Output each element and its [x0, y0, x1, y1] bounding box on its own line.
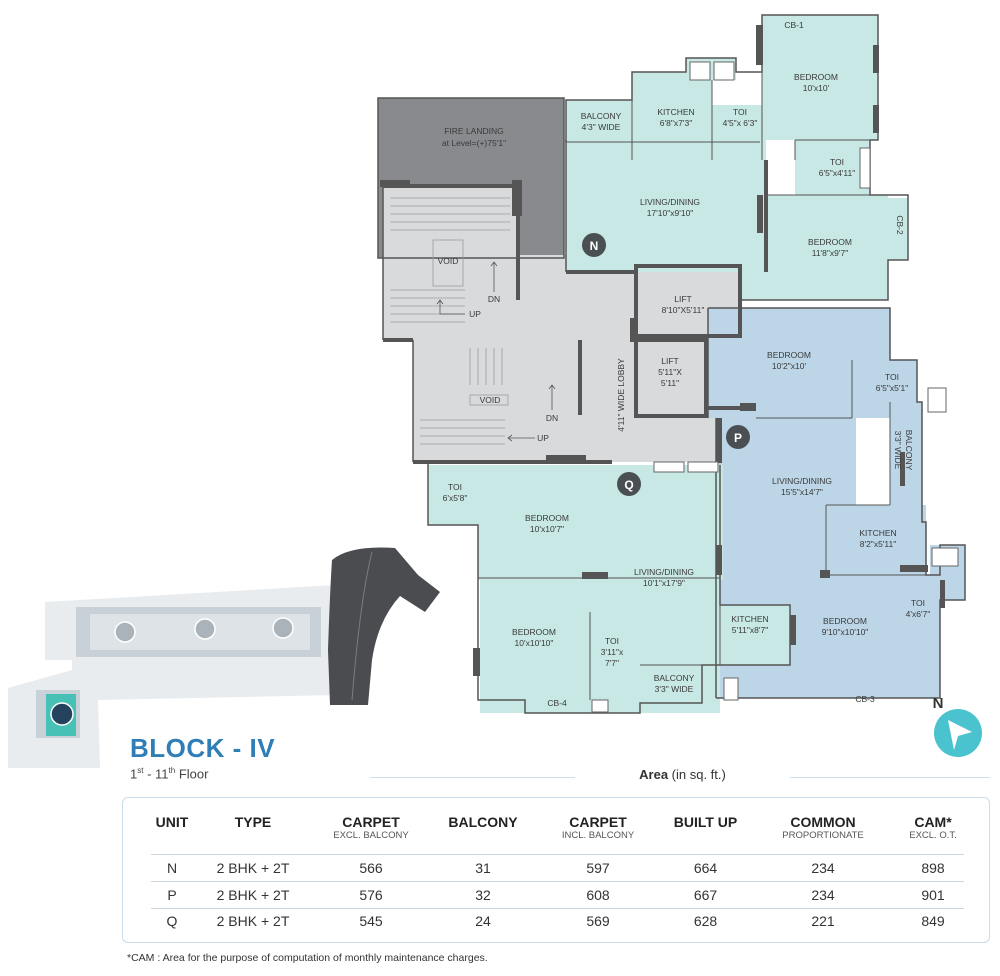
table-row-divider [151, 881, 964, 882]
label-cb4: CB-4 [547, 698, 567, 708]
label-dn-2: DN [546, 413, 558, 423]
key-plan-badge-i [272, 617, 294, 639]
unit-badge-p: P [726, 425, 750, 449]
col-header-cam: CAM*EXCL. O.T. [909, 814, 957, 841]
footnote: *CAM : Area for the purpose of computati… [127, 952, 488, 964]
label-lobby: 4'11" WIDE LOBBY [616, 358, 626, 432]
key-plan-badge-ii [194, 618, 216, 640]
table-row: N 2 BHK + 2T 566 31 597 664 234 898 [166, 860, 945, 876]
key-plan-road [328, 547, 440, 705]
unit-badge-q: Q [617, 472, 641, 496]
unit-n-area [566, 15, 908, 300]
label-cb2: CB-2 [895, 215, 905, 235]
block-title: BLOCK - IV [130, 733, 276, 763]
col-header-type: TYPE [234, 814, 272, 830]
north-arrow-icon: N [933, 695, 982, 757]
stair-treads [390, 197, 510, 445]
table-row: P 2 BHK + 2T 576 32 608 667 234 901 [167, 887, 945, 903]
svg-text:Q: Q [624, 478, 633, 492]
svg-text:N: N [933, 695, 944, 712]
col-header-balcony: BALCONY [448, 814, 518, 830]
wall-accents [380, 25, 945, 676]
table-row: Q 2 BHK + 2T 545 24 569 628 221 849 [166, 913, 945, 929]
table-row-divider [151, 908, 964, 909]
key-plan [8, 547, 440, 768]
label-void-2: VOID [480, 395, 501, 405]
lobby-lower [580, 415, 716, 462]
stair-arrows [436, 261, 556, 442]
area-header: Area (in sq. ft.) [575, 767, 790, 782]
duct-boxes [591, 61, 959, 713]
key-plan-badge-iii [114, 621, 136, 643]
room-balcony-p: BALCONY3'3" WIDE [893, 430, 914, 471]
unit-q-area [428, 465, 790, 713]
unit-p-area [708, 308, 965, 698]
unit-badge-n: N [582, 233, 606, 257]
key-plan-badge-iv [50, 702, 74, 726]
label-up-1: UP [469, 309, 481, 319]
label-dn-1: DN [488, 294, 500, 304]
table-row-divider [151, 854, 964, 855]
label-cb3: CB-3 [855, 694, 875, 704]
floor-range: 1st - 11th Floor [130, 766, 209, 782]
svg-text:N: N [590, 239, 599, 253]
label-void-1: VOID [438, 256, 459, 266]
col-header-built-up: BUILT UP [673, 814, 738, 830]
col-header-unit: UNIT [155, 814, 189, 830]
label-cb1: CB-1 [784, 20, 804, 30]
label-up-2: UP [537, 433, 549, 443]
key-plan-road-marking [351, 551, 373, 701]
svg-text:P: P [734, 431, 742, 445]
